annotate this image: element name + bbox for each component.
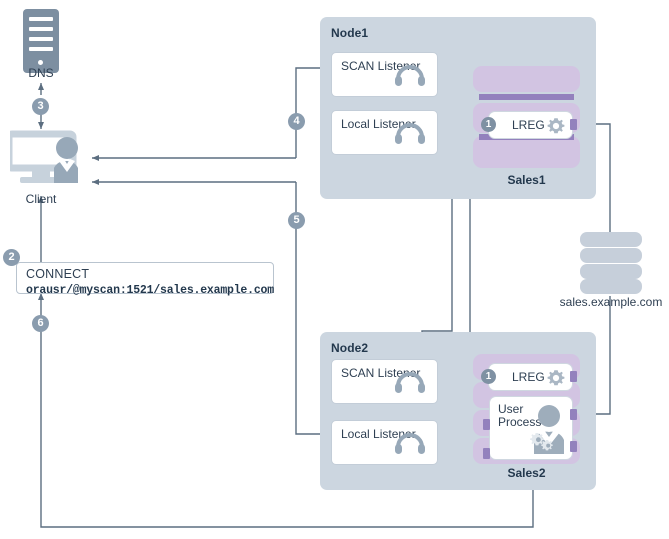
node2-lreg-label: LREG (512, 370, 545, 384)
sales1-right-port (570, 119, 577, 130)
headphones-icon (395, 123, 425, 150)
gear-icon (547, 369, 565, 392)
node1-title: Node1 (331, 26, 369, 40)
badge-1-node2: 1 (481, 369, 496, 384)
storage-label: sales.example.com (559, 295, 663, 309)
node2-user-process-label: User Process (498, 402, 542, 429)
connect-string-value: orausr/@myscan:1521/sales.example.com (26, 284, 274, 297)
node2-lreg-process[interactable]: LREG (488, 363, 573, 391)
node2-local-listener-label: Local Listener (341, 427, 416, 441)
sales2-lreg-right-port (570, 371, 577, 382)
headphones-icon (395, 433, 425, 460)
gear-icon (547, 117, 565, 140)
sales2-user-left-port (483, 419, 490, 430)
badge-1-node1: 1 (481, 117, 496, 132)
dns-server-icon (23, 9, 59, 73)
node2-user-process[interactable]: User Process (489, 396, 573, 460)
client-label: Client (25, 192, 57, 206)
node2-local-listener[interactable]: Local Listener (331, 420, 438, 465)
node1-lreg-process[interactable]: LREG (488, 111, 573, 139)
node2-title: Node2 (331, 341, 369, 355)
sales2-user-left-port-2 (483, 448, 490, 459)
node2-scan-listener[interactable]: SCAN Listener (331, 359, 438, 404)
connect-string-box[interactable]: CONNECT orausr/@myscan:1521/sales.exampl… (16, 262, 274, 297)
connect-command: CONNECT (26, 267, 90, 281)
client-workstation-icon (5, 130, 90, 192)
node1-scan-listener[interactable]: SCAN Listener (331, 52, 438, 97)
badge-6: 6 (32, 315, 49, 332)
sales2-user-right-port (570, 409, 577, 420)
badge-5: 5 (288, 212, 305, 229)
user-gears-icon (524, 403, 566, 460)
node1-lreg-label: LREG (512, 118, 545, 132)
database-stack-icon (580, 232, 642, 294)
sales2-label: Sales2 (507, 466, 546, 480)
node1-local-listener[interactable]: Local Listener (331, 110, 438, 155)
headphones-icon (395, 372, 425, 399)
sales1-label: Sales1 (507, 173, 546, 187)
sales2-user-right-port-2 (570, 441, 577, 452)
node1-local-listener-label: Local Listener (341, 117, 416, 131)
badge-4: 4 (288, 113, 305, 130)
badge-2: 2 (3, 249, 20, 266)
headphones-icon (395, 65, 425, 92)
badge-3: 3 (32, 98, 49, 115)
dns-label: DNS (28, 66, 54, 80)
